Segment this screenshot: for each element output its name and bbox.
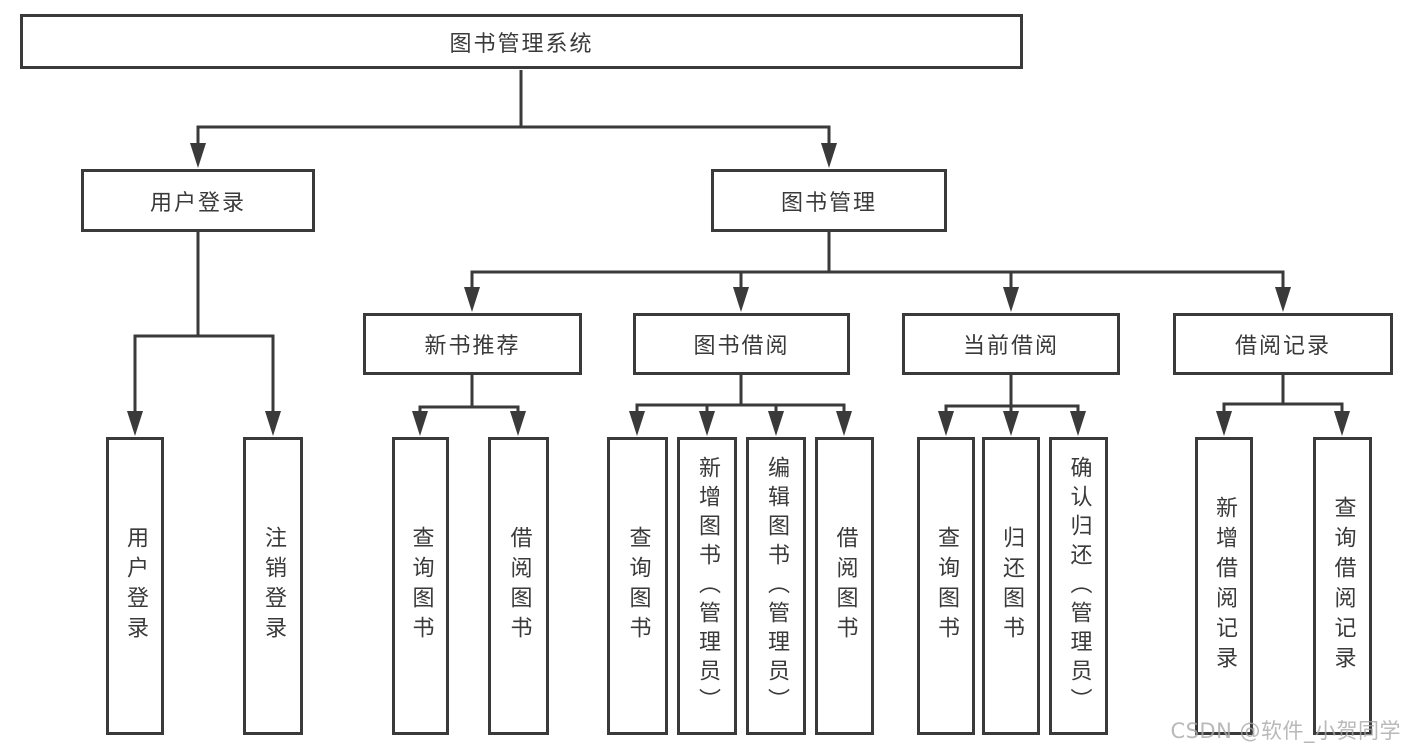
leaf-user-login: 用户登录 bbox=[106, 437, 164, 735]
arrowhead-icon bbox=[768, 411, 784, 436]
node-label: 图书管理 bbox=[780, 190, 877, 216]
node-borrowing-records: 借阅记录 bbox=[1173, 313, 1393, 375]
node-book-management: 图书管理 bbox=[711, 169, 947, 232]
arrowhead-icon bbox=[190, 143, 206, 168]
arrowhead-icon bbox=[629, 411, 645, 436]
connector-lines bbox=[133, 70, 1344, 415]
leaf-current-query-books: 查询图书 bbox=[917, 437, 975, 735]
node-library-management-system: 图书管理系统 bbox=[20, 14, 1023, 69]
node-label: 当前借阅 bbox=[962, 334, 1059, 359]
leaf-label: 查询图书 bbox=[408, 526, 434, 646]
arrowhead-icon bbox=[1003, 411, 1019, 436]
arrowhead-icon bbox=[1275, 287, 1291, 312]
arrowhead-icon bbox=[821, 143, 837, 168]
node-label: 图书借阅 bbox=[693, 334, 790, 359]
leaf-borrowing-edit-books-admin: 编辑图书（管理员） bbox=[746, 437, 806, 735]
node-new-book-recommend: 新书推荐 bbox=[363, 313, 582, 375]
leaf-label: 借阅图书 bbox=[506, 526, 532, 646]
leaf-recommend-query-books: 查询图书 bbox=[392, 437, 449, 735]
arrowhead-icon bbox=[265, 411, 281, 436]
leaf-label: 编辑图书（管理员） bbox=[764, 455, 789, 717]
leaf-label: 查询借阅记录 bbox=[1330, 496, 1356, 676]
leaf-label: 借阅图书 bbox=[832, 526, 858, 646]
arrowhead-icon bbox=[1070, 411, 1086, 436]
arrowhead-icon bbox=[733, 287, 749, 312]
leaf-borrowing-add-books-admin: 新增图书（管理员） bbox=[677, 437, 737, 735]
leaf-label: 注销登录 bbox=[261, 526, 286, 646]
leaf-borrowing-borrow-books: 借阅图书 bbox=[815, 437, 874, 735]
leaf-current-return-books: 归还图书 bbox=[982, 437, 1040, 735]
leaf-label: 确认归还（管理员） bbox=[1066, 455, 1092, 717]
leaf-current-confirm-return-admin: 确认归还（管理员） bbox=[1049, 437, 1108, 735]
csdn-watermark: CSDN @软件_小贺同学 bbox=[1170, 719, 1401, 743]
arrowhead-icon bbox=[1334, 411, 1350, 436]
leaf-borrowing-query-books: 查询图书 bbox=[607, 437, 668, 735]
arrowhead-icon bbox=[464, 287, 480, 312]
leaf-label: 用户登录 bbox=[123, 526, 148, 646]
leaf-label: 新增借阅记录 bbox=[1212, 496, 1237, 676]
arrowhead-icon bbox=[938, 411, 954, 436]
arrowhead-icon bbox=[510, 411, 526, 436]
node-book-borrowing: 图书借阅 bbox=[633, 313, 850, 375]
arrowhead-icon bbox=[699, 411, 715, 436]
leaf-label: 归还图书 bbox=[999, 526, 1024, 646]
leaf-label: 查询图书 bbox=[625, 526, 651, 646]
arrowhead-icon bbox=[412, 411, 428, 436]
leaf-logout: 注销登录 bbox=[243, 437, 303, 735]
arrowhead-icon bbox=[1216, 411, 1232, 436]
node-current-borrowing: 当前借阅 bbox=[902, 313, 1120, 375]
leaf-records-query-borrow-record: 查询借阅记录 bbox=[1313, 437, 1372, 735]
node-label: 用户登录 bbox=[149, 190, 246, 216]
node-label: 新书推荐 bbox=[424, 334, 521, 359]
leaf-records-add-borrow-record: 新增借阅记录 bbox=[1195, 437, 1253, 735]
node-label: 借阅记录 bbox=[1234, 334, 1331, 359]
node-user-login: 用户登录 bbox=[81, 169, 315, 232]
leaf-label: 查询图书 bbox=[934, 526, 959, 646]
leaf-label: 新增图书（管理员） bbox=[695, 455, 720, 717]
arrowhead-icon bbox=[1003, 287, 1019, 312]
node-label: 图书管理系统 bbox=[449, 31, 594, 57]
leaf-recommend-borrow-books: 借阅图书 bbox=[488, 437, 549, 735]
arrowhead-icon bbox=[836, 411, 852, 436]
arrowhead-icon bbox=[127, 411, 143, 436]
